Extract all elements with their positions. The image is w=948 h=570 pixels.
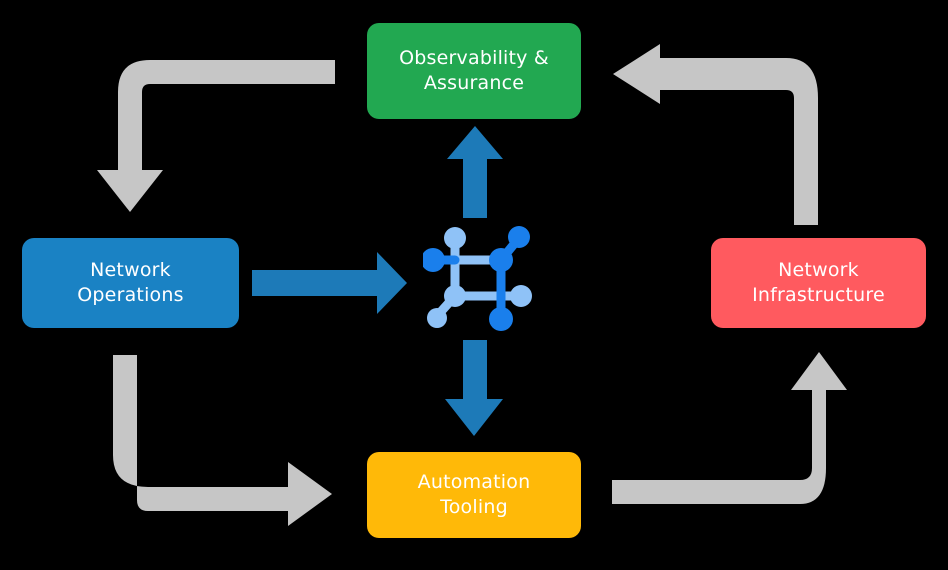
node-network-infrastructure-label-line1: Network [778,258,859,281]
arrow-infrastructure-to-observability [613,44,818,225]
node-network-infrastructure-label-line2: Infrastructure [752,284,885,306]
node-automation-tooling[interactable]: Automation Tooling [367,452,581,538]
arrow-observability-to-operations [97,60,335,212]
arrow-center-to-automation [445,340,503,436]
node-observability-assurance[interactable]: Observability & Assurance [367,23,581,119]
node-automation-tooling-label-line1: Automation [417,470,531,493]
arrow-center-to-observability [447,126,503,218]
arrow-operations-to-center [252,252,407,314]
node-network-infrastructure[interactable]: Network Infrastructure [711,238,926,328]
node-network-operations-label-line1: Network [90,258,171,281]
arrow-automation-to-infrastructure [612,352,847,504]
node-observability-label-line2: Assurance [423,72,525,94]
node-observability-label-line1: Observability & [399,46,549,69]
node-network-operations-label-line2: Operations [77,284,184,306]
arrow-operations-to-automation [113,355,332,526]
node-network-operations[interactable]: Network Operations [22,238,239,328]
network-topology-icon [421,222,535,334]
topology-nodes-secondary [427,227,532,328]
topology-nodes-primary [421,226,530,331]
node-automation-tooling-label-line2: Tooling [440,496,508,518]
